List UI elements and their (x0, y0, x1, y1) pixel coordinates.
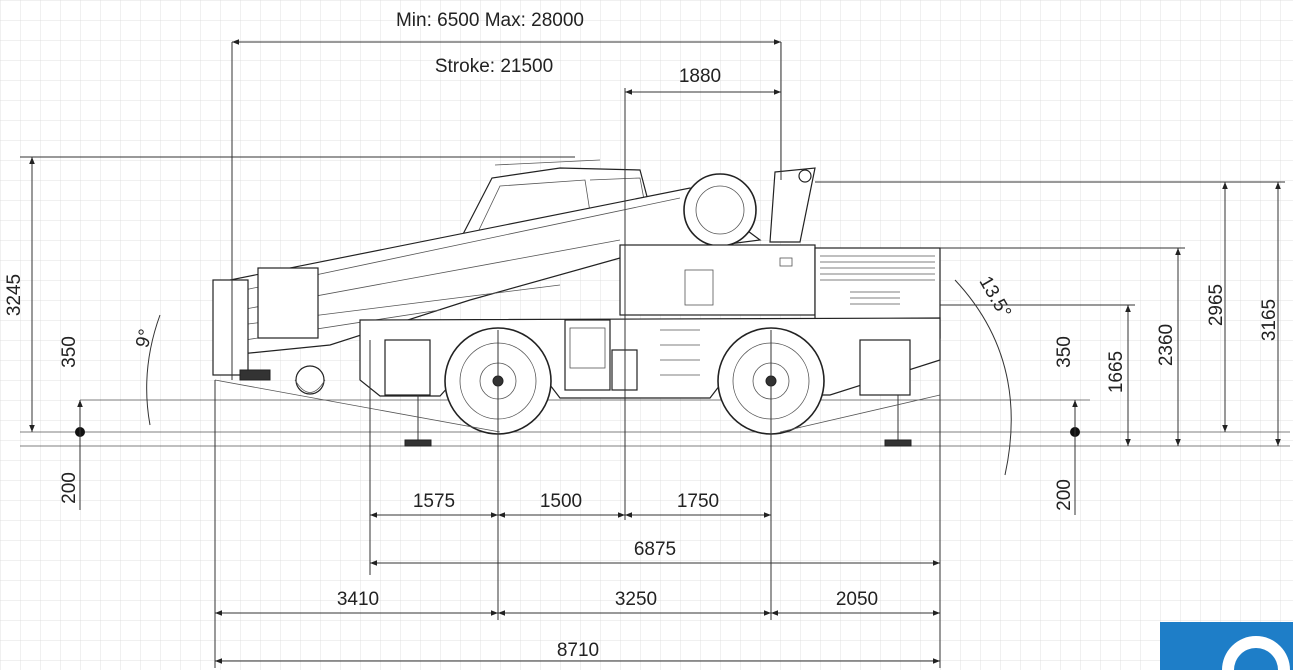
stroke-label: Stroke: 21500 (435, 56, 553, 77)
height-3165-label: 3165 (1259, 299, 1280, 341)
rear-200-label: 200 (1054, 479, 1075, 511)
length-3250-label: 3250 (615, 589, 657, 610)
front-angle-label: 9° (132, 327, 157, 350)
height-2965-label: 2965 (1206, 284, 1227, 326)
front-350-label: 350 (59, 336, 80, 368)
dimensions: Min: 6500 Max: 28000 Stroke: 21500 1880 … (4, 10, 1285, 668)
rear-350-label: 350 (1054, 336, 1075, 368)
length-2050-label: 2050 (836, 589, 878, 610)
boom-offset-label: 1880 (679, 66, 721, 87)
badge-icon (1160, 622, 1293, 670)
length-1500-label: 1500 (540, 491, 582, 512)
length-1750-label: 1750 (677, 491, 719, 512)
height-3245-label: 3245 (4, 274, 25, 316)
length-3410-label: 3410 (337, 589, 379, 610)
length-8710-label: 8710 (557, 640, 599, 661)
reach-label: Min: 6500 Max: 28000 (396, 10, 584, 31)
front-200-label: 200 (59, 472, 80, 504)
crane-silhouette (20, 159, 1290, 447)
length-1575-label: 1575 (413, 491, 455, 512)
height-2360-label: 2360 (1156, 324, 1177, 366)
length-6875-label: 6875 (634, 539, 676, 560)
height-1665-label: 1665 (1106, 351, 1127, 393)
